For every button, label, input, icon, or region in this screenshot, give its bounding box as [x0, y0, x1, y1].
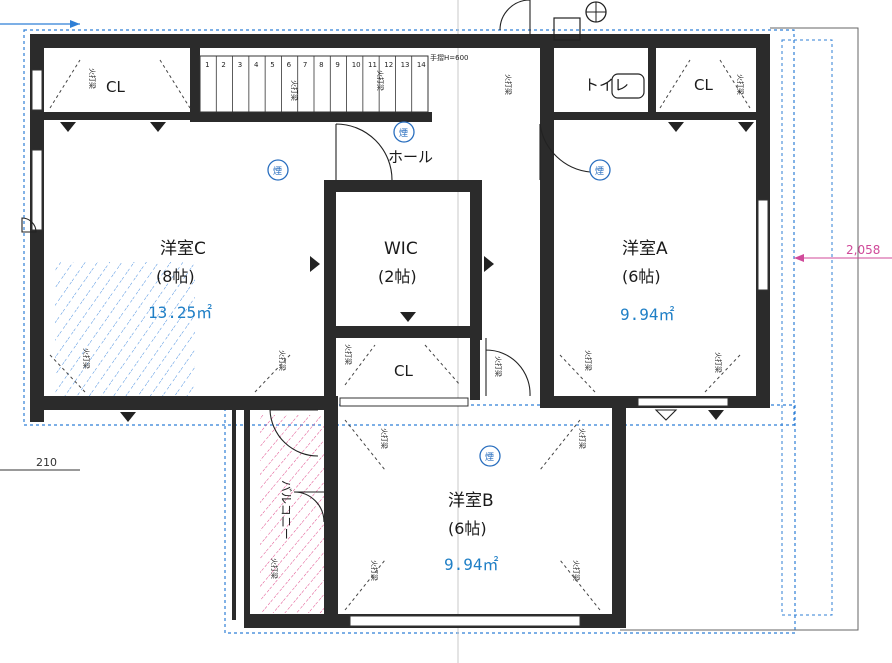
stair-step-number: 11 — [368, 61, 377, 69]
fire-alarm-labels: 火打梁 火打梁 火打梁 火打梁 火打梁 火打梁 火打梁 火打梁 火打梁 火打梁 … — [82, 68, 745, 581]
smoke-sensor-2: 煙 — [393, 121, 415, 143]
boundary-dashed-main — [23, 29, 795, 426]
svg-text:火打梁: 火打梁 — [290, 80, 299, 101]
dimension-right: 2,058 — [794, 243, 892, 262]
stair-step-number: 8 — [319, 61, 323, 69]
room-b-area: 9.94㎡ — [444, 555, 499, 574]
room-c-name: 洋室C — [160, 239, 206, 259]
room-c-area: 13.25㎡ — [148, 303, 212, 322]
fire-brace-marks — [49, 59, 751, 611]
stair-step-number: 2 — [221, 61, 225, 69]
svg-text:煙: 煙 — [273, 166, 282, 177]
svg-text:火打梁: 火打梁 — [278, 350, 287, 371]
handrail-label: 手摺H=600 — [430, 53, 469, 62]
stair-step-number: 5 — [270, 61, 274, 69]
svg-text:火打梁: 火打梁 — [82, 348, 91, 369]
boundary-dashed-lower — [224, 404, 796, 634]
svg-text:煙: 煙 — [595, 166, 604, 177]
hall-label: ホール — [388, 148, 433, 166]
room-c-size: (8帖) — [156, 267, 195, 286]
boundary-dashed-right — [781, 39, 833, 616]
svg-text:火打梁: 火打梁 — [584, 350, 593, 371]
svg-text:火打梁: 火打梁 — [88, 68, 97, 89]
cl-top-left-label: CL — [106, 78, 125, 96]
windows — [31, 69, 769, 627]
svg-text:火打梁: 火打梁 — [344, 344, 353, 365]
stair-step-number: 14 — [417, 61, 426, 69]
balcony-hatch — [260, 415, 328, 613]
stair-step-number: 12 — [384, 61, 393, 69]
toilet-label: トイレ — [584, 76, 629, 94]
room-b-size: (6帖) — [448, 519, 487, 538]
stair-step-number: 9 — [335, 61, 339, 69]
room-b-name: 洋室B — [448, 491, 494, 511]
svg-text:火打梁: 火打梁 — [380, 428, 389, 449]
dimension-left: 210 — [0, 456, 80, 471]
svg-text:煙: 煙 — [485, 452, 494, 463]
cl-top-right-label: CL — [694, 76, 713, 94]
stair-step-number: 10 — [352, 61, 361, 69]
stair-step-number: 3 — [238, 61, 242, 69]
svg-text:煙: 煙 — [399, 128, 408, 139]
svg-text:火打梁: 火打梁 — [736, 74, 745, 95]
svg-text:火打梁: 火打梁 — [370, 560, 379, 581]
room-c-hatch — [55, 262, 195, 402]
cl-center-label: CL — [394, 362, 413, 380]
stair-step-number: 4 — [254, 61, 259, 69]
svg-text:火打梁: 火打梁 — [270, 558, 279, 579]
room-a-area: 9.94㎡ — [620, 305, 675, 324]
svg-text:210: 210 — [36, 456, 57, 469]
markers — [60, 122, 754, 422]
wic-size: (2帖) — [378, 267, 417, 286]
stair-step-number: 7 — [303, 61, 307, 69]
boundary-solid-right — [620, 27, 859, 631]
stair-step-number: 6 — [287, 61, 292, 69]
stair-step-number: 1 — [205, 61, 209, 69]
svg-text:火打梁: 火打梁 — [504, 74, 513, 95]
room-a-name: 洋室A — [622, 239, 668, 259]
svg-text:火打梁: 火打梁 — [572, 560, 581, 581]
doors — [21, 0, 678, 523]
balcony-label: バルコニー — [279, 480, 293, 540]
smoke-sensor-4: 煙 — [479, 445, 501, 467]
room-a-size: (6帖) — [622, 267, 661, 286]
smoke-sensor-3: 煙 — [589, 159, 611, 181]
toilet-fixture — [611, 73, 645, 99]
exterior-fixtures — [553, 1, 607, 41]
svg-text:2,058: 2,058 — [846, 243, 880, 257]
smoke-sensor-1: 煙 — [267, 159, 289, 181]
wic-name: WIC — [384, 239, 418, 259]
svg-text:火打梁: 火打梁 — [578, 428, 587, 449]
top-left-arrow — [0, 20, 80, 28]
svg-text:火打梁: 火打梁 — [376, 70, 385, 91]
svg-text:火打梁: 火打梁 — [494, 356, 503, 377]
stair-step-number: 13 — [401, 61, 410, 69]
svg-text:火打梁: 火打梁 — [714, 352, 723, 373]
